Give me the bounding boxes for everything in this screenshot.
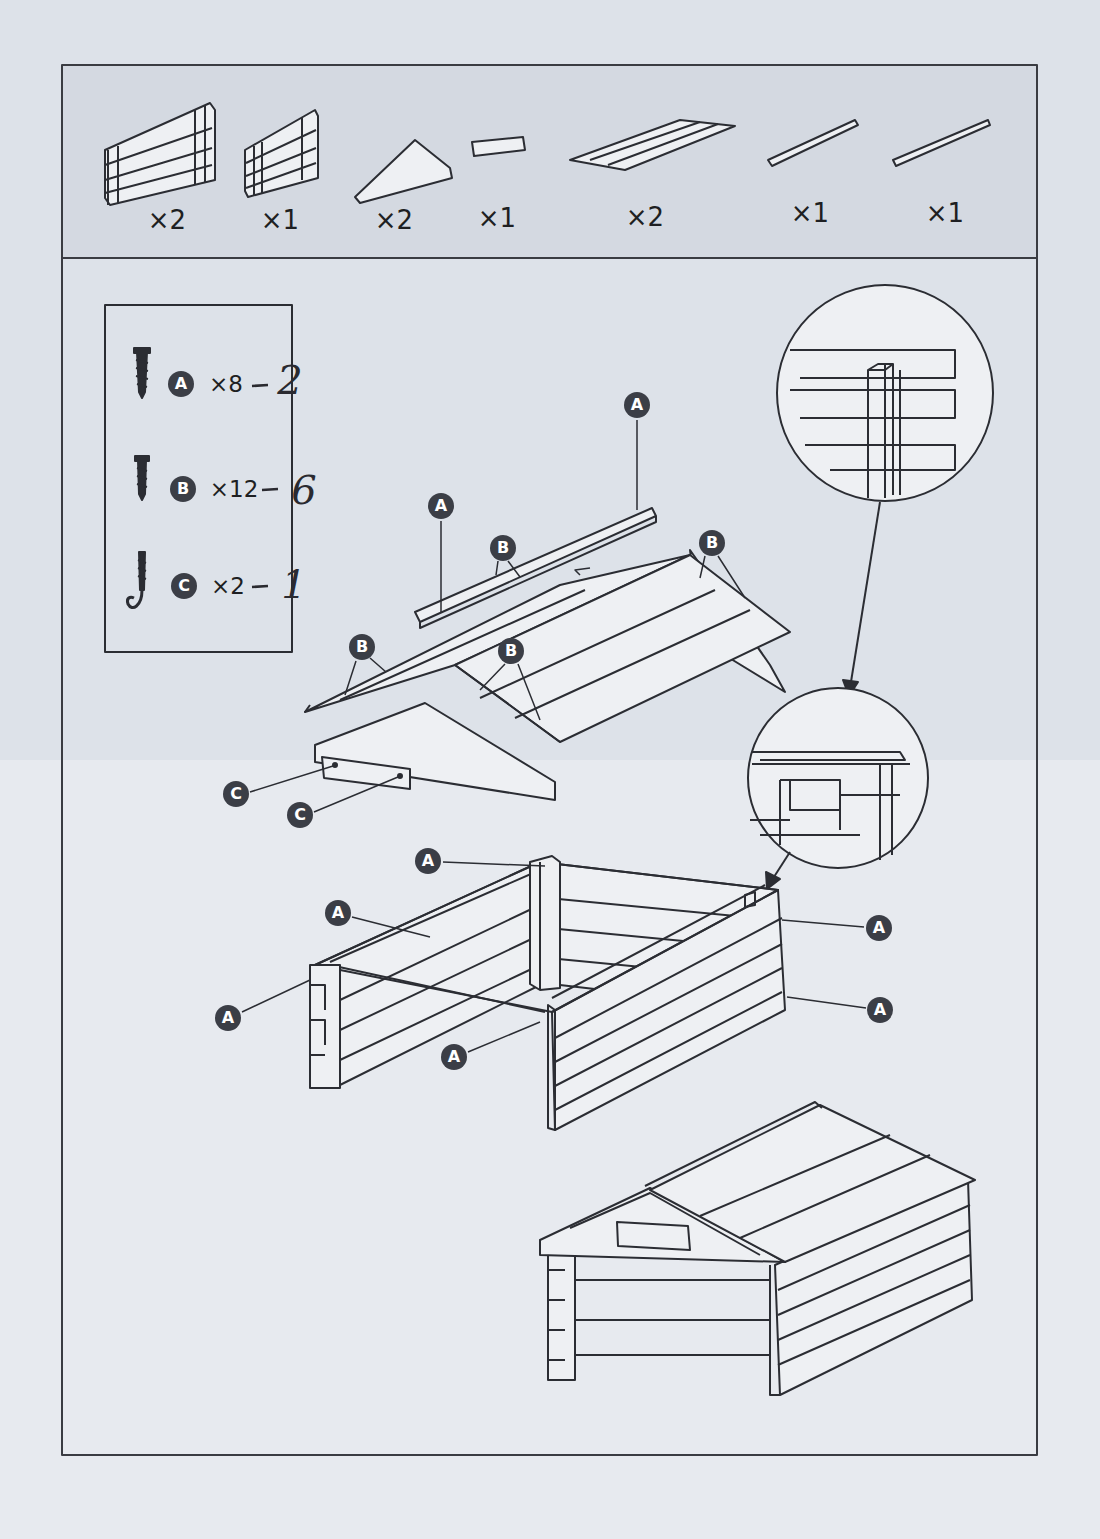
handwritten-note: 2 bbox=[277, 357, 302, 403]
screw-count: ×2 bbox=[211, 573, 245, 599]
callout-letter: B bbox=[170, 476, 196, 502]
screw-count: ×8 bbox=[209, 371, 243, 397]
handwritten-note: 1 bbox=[281, 561, 306, 607]
callout-letter: B bbox=[490, 535, 516, 561]
callout-letter: A bbox=[624, 392, 650, 418]
handwritten-note: 6 bbox=[291, 467, 316, 513]
callout-letter: B bbox=[699, 530, 725, 556]
callout-letter: C bbox=[287, 802, 313, 828]
callout-letter: A bbox=[867, 997, 893, 1023]
callout-letter: C bbox=[171, 573, 197, 599]
callout-letter: C bbox=[223, 781, 249, 807]
callout-letter: A bbox=[428, 493, 454, 519]
callout-letter: B bbox=[498, 638, 524, 664]
callout-letter: A bbox=[866, 915, 892, 941]
part-count: ×2 bbox=[375, 205, 413, 235]
callout-letter: A bbox=[415, 848, 441, 874]
part-count: ×2 bbox=[148, 205, 186, 235]
callout-letter: A bbox=[215, 1005, 241, 1031]
part-count: ×1 bbox=[926, 198, 964, 228]
part-count: ×1 bbox=[791, 198, 829, 228]
screw-count: ×12 bbox=[210, 476, 259, 502]
callout-letter: A bbox=[168, 371, 194, 397]
callout-letter: B bbox=[349, 634, 375, 660]
callout-letter: A bbox=[325, 900, 351, 926]
part-count: ×1 bbox=[478, 203, 516, 233]
callout-letter: A bbox=[441, 1044, 467, 1070]
part-count: ×2 bbox=[626, 202, 664, 232]
part-count: ×1 bbox=[261, 205, 299, 235]
